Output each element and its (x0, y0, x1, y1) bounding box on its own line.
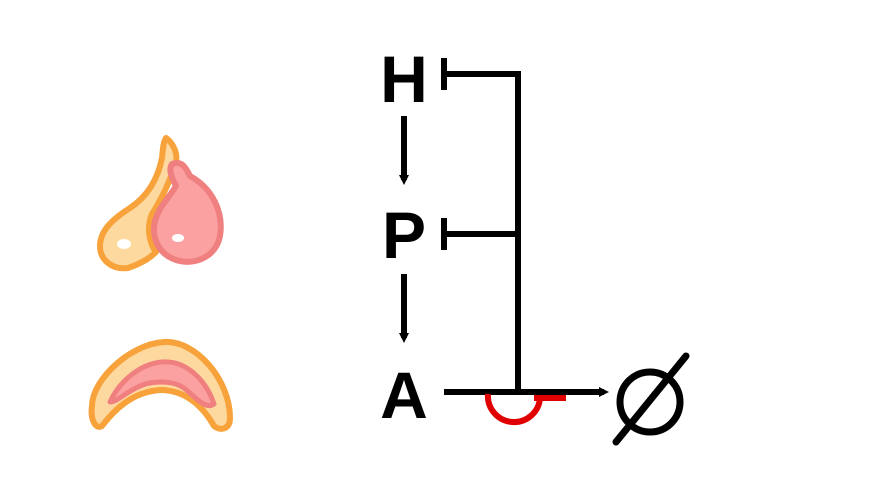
feedback-trunk (444, 71, 521, 392)
hypothalamus-pituitary-icon (97, 135, 224, 272)
hypothalamus-label: H (380, 42, 428, 116)
adrenal-gland-icon (88, 338, 233, 432)
adrenal-label: A (380, 358, 428, 432)
null-symbol (612, 352, 690, 446)
pituitary-label: P (382, 198, 426, 272)
inhibition-arc (484, 393, 543, 425)
